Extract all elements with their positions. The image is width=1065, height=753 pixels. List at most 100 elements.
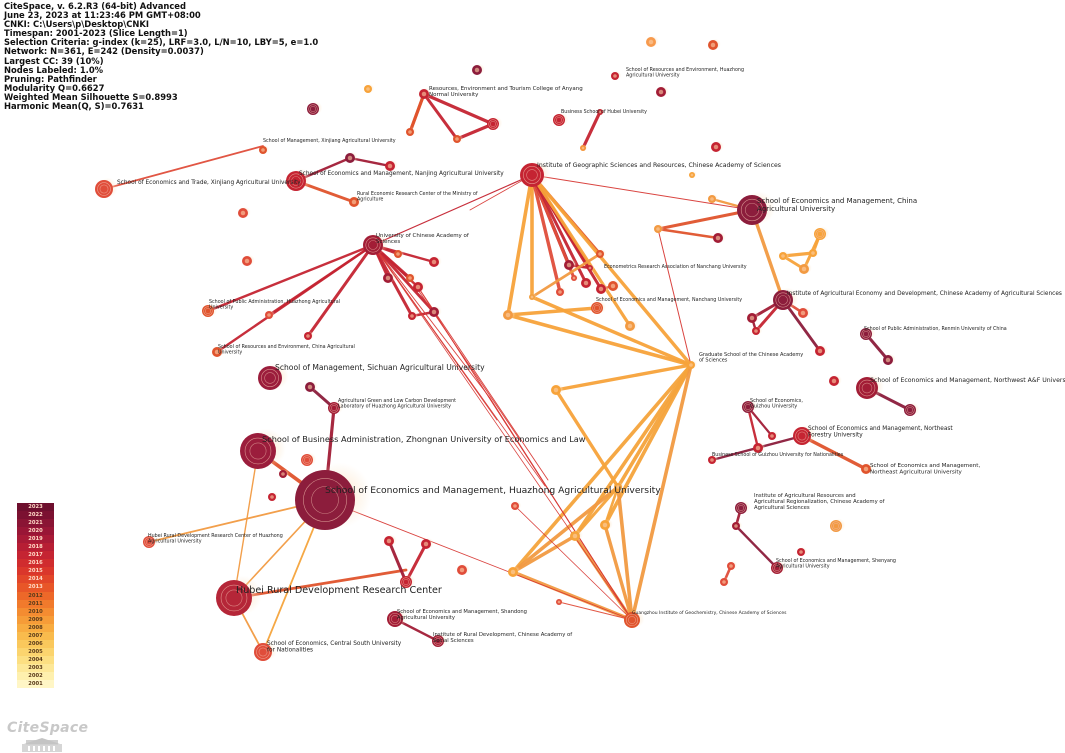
node-ring-outer [553,114,565,126]
edge [511,485,620,574]
minor-node [268,492,279,501]
node-core [244,258,250,264]
label-nwafu: School of Economics and Management, Nort… [870,377,1065,384]
node-ring-mid [302,455,312,465]
node-core [610,283,616,289]
small-label: School of Economics and Management, Nanc… [596,297,742,303]
minor-node [904,402,920,416]
edge [530,295,693,367]
node-core [408,276,412,280]
minor-node [242,254,255,266]
info-line: Largest CC: 39 (10%) [4,55,104,66]
node-ring-inner [303,456,310,463]
minor-node [798,306,811,318]
minor-node [413,280,426,292]
edge [422,92,459,141]
label-caas: Institute of Agricultural Economy and De… [787,291,1062,297]
node-ring-inner [906,406,913,413]
node-core [755,445,761,451]
node-ring-outer [904,404,916,416]
info-line: CNKI: C:\Users\p\Desktop\CNKI [4,19,150,30]
minor-node [883,353,896,365]
minor-node [394,249,405,258]
minor-node [345,151,358,163]
node-ring-inner [555,117,562,124]
node-ring-mid [772,563,782,573]
minor-node [511,501,522,510]
node-ring-mid [831,521,841,531]
legend-year-2011: 2011 [17,599,54,608]
info-line: CiteSpace, v. 6.2.R3 (64-bit) Advanced [4,1,186,11]
node-ring-inner [628,616,636,624]
node-core [387,163,393,169]
node-ring-inner [309,106,316,113]
node-ring-mid [203,306,213,316]
node-ring-mid [554,115,564,125]
node-core [729,564,733,568]
minor-node [587,264,595,271]
node-sicau [258,363,289,390]
edge [506,173,534,317]
edge [232,568,408,600]
minor-node [747,311,760,323]
node-core [722,580,726,584]
node-ring-outer [400,576,412,588]
node-core [598,252,602,256]
label-neau: School of Economics and Management,North… [870,463,980,475]
label-anyang: Resources, Environment and Tourism Colle… [429,86,583,98]
legend-year-2005: 2005 [17,647,54,656]
node-gzhou [742,399,758,413]
node-ring-mid [303,478,347,522]
node-core [415,284,421,290]
minor-node [596,249,607,258]
node-ring-mid [736,503,746,513]
node-core [557,600,561,604]
minor-node [597,108,605,115]
minor-node [708,194,719,203]
minor-node [611,71,622,80]
node-core [513,504,517,508]
small-label: School of Management, Xinjiang Agricultu… [263,138,396,144]
node-core [553,387,559,393]
node-core [598,110,602,114]
node-ring-outer [307,103,319,115]
node-ring-inner [797,431,807,441]
minor-node [564,258,577,270]
node-core [307,384,313,390]
node-ring-mid [308,104,318,114]
node-xjau [95,177,118,198]
node-core [658,89,664,95]
node-ring-mid [625,613,639,627]
node-core [566,262,572,268]
edge [530,252,602,299]
node-ring-inner [773,564,780,571]
node-ring-inner [99,184,109,194]
label-gzhou: School of Economics,Guizhou University [750,398,803,410]
node-core [505,312,511,318]
node-ring-outer [143,536,155,548]
edge [306,243,375,338]
node-ring-outer [830,520,842,532]
small-label: Hubei Rural Development Research Center … [148,533,283,545]
edge [489,397,633,621]
info-line: Nodes Labeled: 1.0% [4,64,104,75]
node-ring-inner [291,176,301,186]
node-core [710,42,716,48]
node-core [510,569,516,575]
minor-node [305,380,318,392]
edge [530,173,693,367]
legend-year-2003: 2003 [17,663,54,672]
node-core [799,550,803,554]
node-ring-inner [368,240,378,250]
minor-node [212,345,225,357]
edge [371,243,436,314]
node-ring-inner [205,307,212,314]
node-ring-inner [744,202,760,218]
minor-node [809,248,820,257]
node-gig [624,610,645,628]
small-label: School of Resources and Environment, Chi… [218,344,355,356]
node-hzau [295,462,372,530]
minor-node [457,563,470,575]
